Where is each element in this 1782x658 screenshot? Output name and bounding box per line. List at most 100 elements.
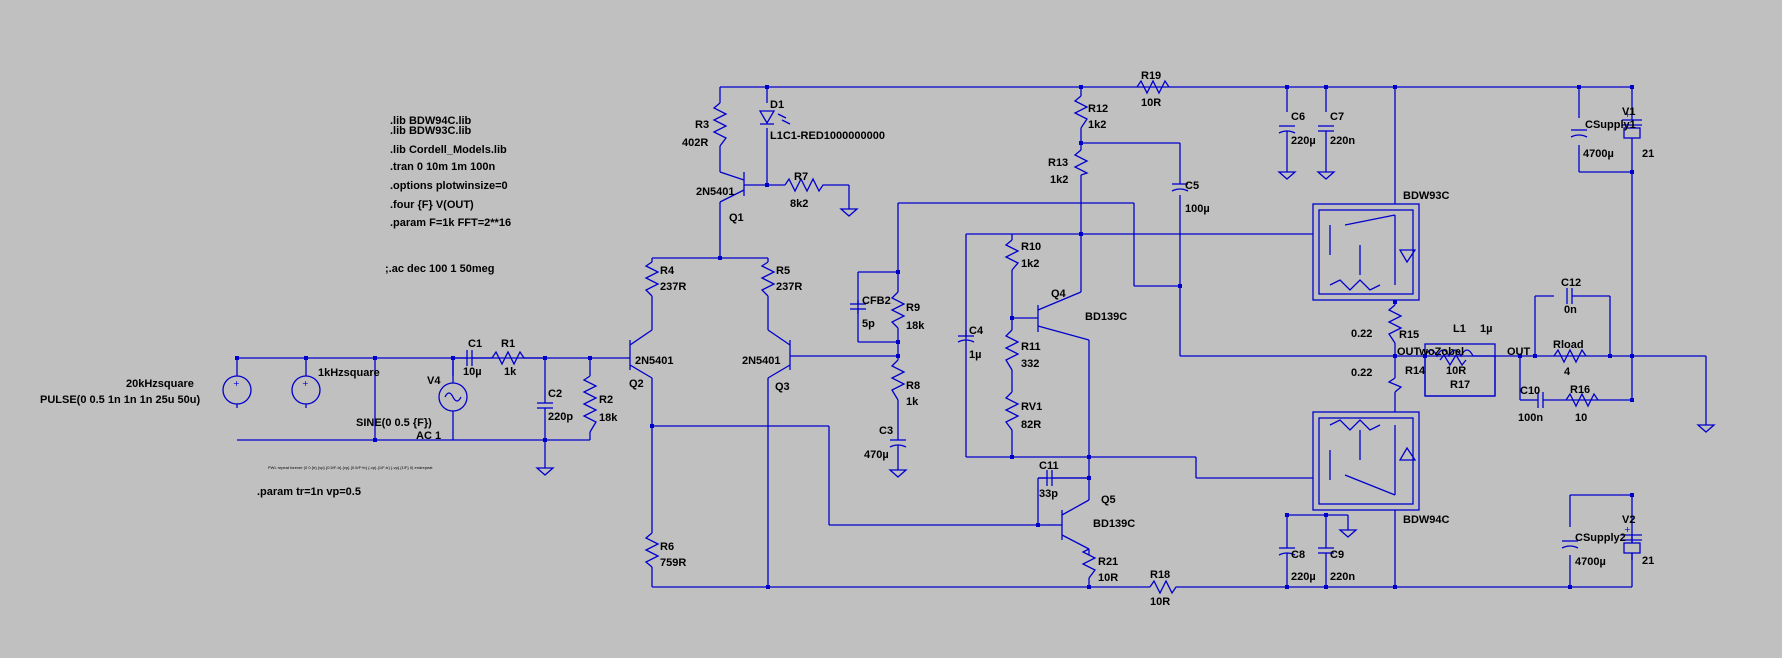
c11-value: 33p [1039, 488, 1058, 500]
r21-value: 10R [1098, 572, 1118, 584]
r19-label: R19 [1141, 70, 1161, 82]
c5-label: C5 [1185, 180, 1199, 192]
c7-value: 220n [1330, 135, 1355, 147]
r8-value: 1k [906, 396, 919, 408]
directive-four: .four {F} V(OUT) [390, 199, 474, 211]
r12-label: R12 [1088, 103, 1108, 115]
r19-value: 10R [1141, 97, 1161, 109]
q1-model: 2N5401 [696, 186, 735, 198]
c3-label: C3 [879, 425, 893, 437]
r6-value: 759R [660, 557, 686, 569]
c8-label: C8 [1291, 549, 1305, 561]
source-20khz-square: + [222, 375, 252, 408]
c9-label: C9 [1330, 549, 1344, 561]
inductor-l1 [1424, 343, 1496, 397]
c12-label: C12 [1561, 277, 1581, 289]
r6-label: R6 [660, 541, 674, 553]
r9-label: R9 [906, 302, 920, 314]
svg-text:+: + [1624, 110, 1631, 119]
r10-value: 1k2 [1021, 258, 1039, 270]
q3-label: Q3 [775, 381, 790, 393]
csupply2-value: 4700µ [1575, 556, 1606, 568]
bdw93c-label: BDW93C [1403, 190, 1450, 202]
v4-value: SINE(0 0.5 {F}) [356, 417, 432, 429]
source-labels: 20kHzsquare PULSE(0 0.5 1n 1n 1n 25u 50u… [40, 106, 1654, 567]
c8-value: 220µ [1291, 571, 1316, 583]
svg-text:+: + [302, 379, 309, 388]
l1-label: L1 [1453, 323, 1466, 335]
r5-label: R5 [776, 265, 790, 277]
c7-label: C7 [1330, 111, 1344, 123]
ground-symbols [535, 171, 1716, 538]
directive-tran: .tran 0 10m 1m 100n [390, 161, 495, 173]
r10-label: R10 [1021, 241, 1041, 253]
transistor-q1 [719, 171, 767, 203]
c2-value: 220p [548, 411, 573, 423]
c5-value: 100µ [1185, 203, 1210, 215]
net-out: OUT [1507, 346, 1531, 358]
q5-model: BD139C [1093, 518, 1135, 530]
transistor-q5 [1048, 499, 1090, 550]
transistor-q2 [625, 329, 653, 379]
c12-value: 0n [1564, 304, 1577, 316]
r16-label: R16 [1570, 384, 1590, 396]
r14-label: R14 [1405, 365, 1426, 377]
r17-label: R17 [1450, 379, 1470, 391]
v4-ac: AC 1 [416, 430, 441, 442]
c2-label: C2 [548, 388, 562, 400]
rload-label: Rload [1553, 339, 1584, 351]
sq1k-source-name: 1kHzsquare [318, 367, 380, 379]
rv1-value: 82R [1021, 419, 1041, 431]
csupply2-label: CSupply2 [1575, 532, 1626, 544]
r15-value: 0.22 [1351, 328, 1372, 340]
q4-label: Q4 [1051, 288, 1067, 300]
directive-param2: .param tr=1n vp=0.5 [257, 486, 361, 498]
directive-param: .param F=1k FFT=2**16 [390, 217, 511, 229]
directive-lib3: .lib Cordell_Models.lib [390, 144, 507, 156]
bdw94c-label: BDW94C [1403, 514, 1450, 526]
c4-label: C4 [969, 325, 984, 337]
r3-value: 402R [682, 137, 708, 149]
r13-value: 1k2 [1050, 174, 1068, 186]
directive-labels: .lib BDW94C.lib .lib BDW93C.lib .lib Cor… [257, 115, 511, 498]
r7-value: 8k2 [790, 198, 808, 210]
r11-value: 332 [1021, 358, 1039, 370]
capacitors [453, 125, 1588, 570]
directive-options: .options plotwinsize=0 [390, 180, 508, 192]
q2-label: Q2 [629, 378, 644, 390]
c10-label: C10 [1520, 385, 1540, 397]
q2-model: 2N5401 [635, 355, 674, 367]
c1-label: C1 [468, 338, 482, 350]
component-labels: C1 10µ R1 1k C2 220p R2 18k R3 402R D1 L… [463, 70, 1636, 608]
svg-text:+: + [233, 379, 240, 388]
c11-label: C11 [1039, 460, 1059, 472]
c6-value: 220µ [1291, 135, 1316, 147]
r8-label: R8 [906, 380, 920, 392]
r12-value: 1k2 [1088, 119, 1106, 131]
source-v1: + [1622, 107, 1642, 145]
r17-value: 10R [1446, 365, 1466, 377]
source-v2: + [1622, 525, 1642, 560]
r1-label: R1 [501, 338, 515, 350]
cfb2-label: CFB2 [862, 295, 891, 307]
rload-value: 4 [1564, 366, 1571, 378]
r9-value: 18k [906, 320, 925, 332]
r2-value: 18k [599, 412, 618, 424]
darlington-bdw94c [1312, 411, 1420, 511]
cfb2-value: 5p [862, 318, 875, 330]
r7-label: R7 [794, 171, 808, 183]
pulse-source-value: PULSE(0 0.5 1n 1n 1n 25u 50u) [40, 394, 201, 406]
r21-label: R21 [1098, 556, 1118, 568]
v2-value: 21 [1642, 555, 1654, 567]
r5-value: 237R [776, 281, 802, 293]
r14-value: 0.22 [1351, 367, 1372, 379]
v2-name: V2 [1622, 514, 1635, 526]
c9-value: 220n [1330, 571, 1355, 583]
rv1-label: RV1 [1021, 401, 1042, 413]
c10-value: 100n [1518, 412, 1543, 424]
c6-label: C6 [1291, 111, 1305, 123]
transistor-q3 [767, 329, 791, 379]
q5-label: Q5 [1101, 494, 1116, 506]
directive-lib1: .lib BDW94C.lib [390, 115, 472, 127]
